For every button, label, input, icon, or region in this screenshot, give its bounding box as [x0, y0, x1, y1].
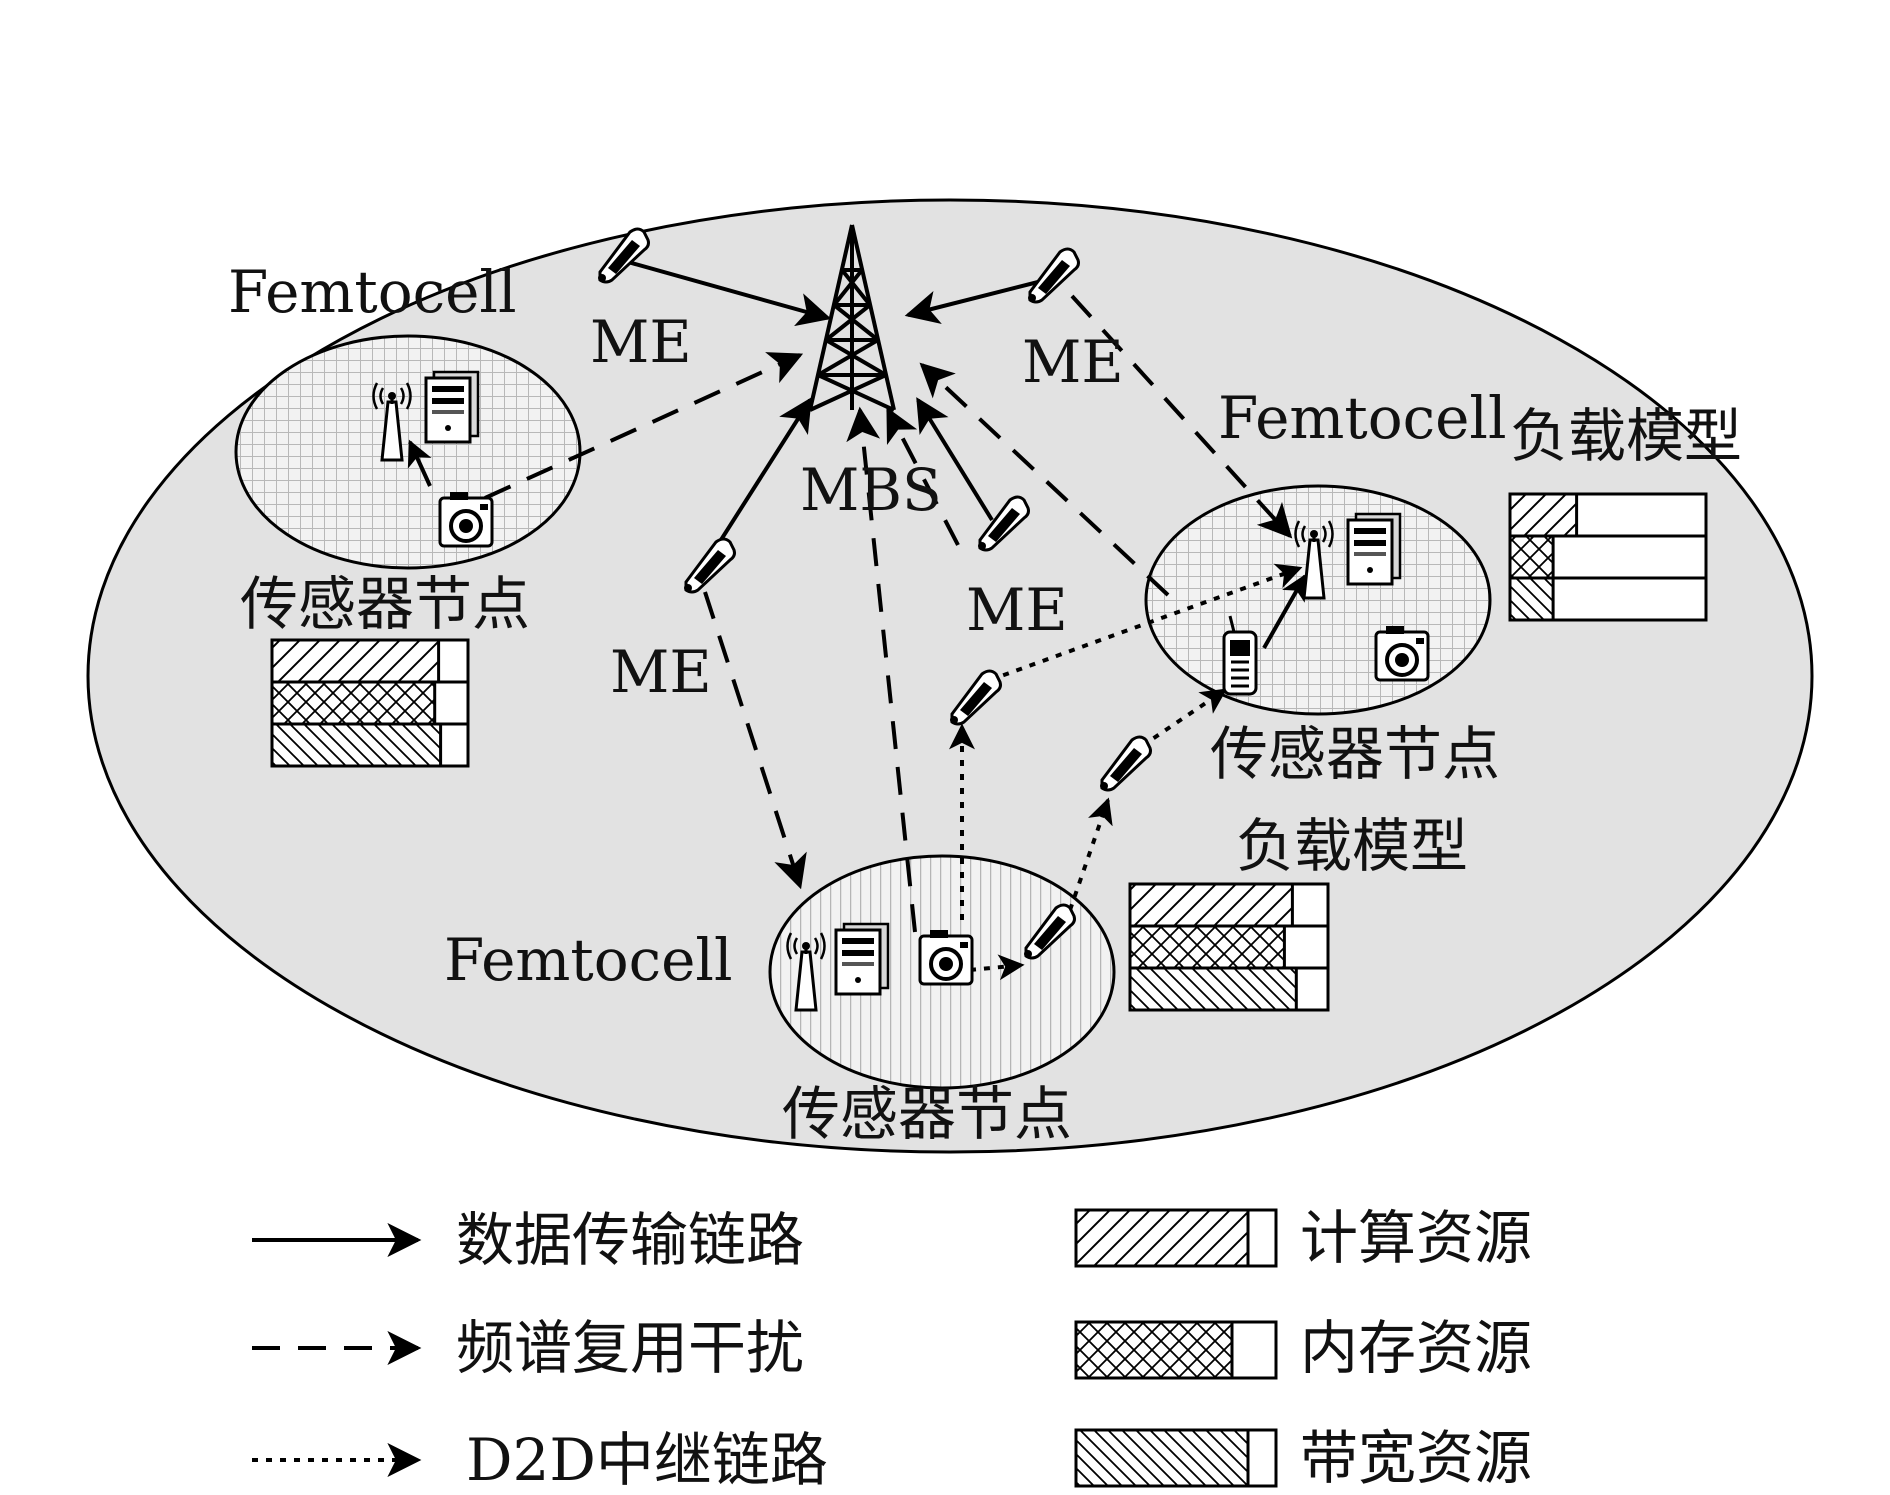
load-bar-bottom-memory-fill [1128, 924, 1286, 970]
femtocell-label-bottom: Femtocell [444, 926, 733, 994]
legend-memory-fill [1074, 1320, 1234, 1380]
load-model-left [270, 638, 470, 768]
legend-memory-label: 内存资源 [1300, 1314, 1532, 1382]
load-bar-right-compute-fill [1508, 492, 1579, 538]
legend: 数据传输链路 频谱复用干扰 D2D中继链路 计算资源 内存资源 带宽资源 [252, 1204, 1532, 1494]
me-label-top-right: ME [1022, 328, 1124, 396]
legend-compute-label: 计算资源 [1300, 1204, 1532, 1272]
load-bar-left-compute-fill [270, 638, 441, 684]
femtocell-label-left: Femtocell [228, 258, 517, 326]
sensor-node-label-bottom: 传感器节点 [782, 1080, 1072, 1148]
legend-compute-fill [1074, 1208, 1250, 1268]
sensor-node-label-right: 传感器节点 [1210, 720, 1500, 788]
sensor-camera-bottom [918, 928, 974, 986]
legend-d2d-label: D2D中继链路 [466, 1426, 828, 1494]
d2d-relay-links [949, 563, 1303, 981]
load-bar-left-memory-fill [270, 680, 437, 726]
sensor-node-label-left: 传感器节点 [240, 570, 530, 638]
load-bar-right-memory-fill [1508, 534, 1555, 580]
femtocell-label-right: Femtocell [1218, 384, 1507, 452]
legend-data-link-label: 数据传输链路 [456, 1206, 804, 1274]
femtocell-left [234, 334, 582, 570]
server-icon-bottom [834, 922, 890, 996]
load-bar-left-bandwidth-fill [270, 722, 443, 768]
legend-bandwidth-label: 带宽资源 [1300, 1424, 1532, 1492]
interference-links [484, 294, 1293, 933]
legend-interference-label: 频谱复用干扰 [456, 1314, 804, 1382]
load-model-label-bottom: 负载模型 [1236, 812, 1468, 880]
server-icon-right [1346, 512, 1402, 586]
sensor-camera-left [438, 490, 494, 548]
me-label-middle-right: ME [966, 576, 1068, 644]
load-model-bottom [1128, 882, 1330, 1012]
me-label-top-left: ME [590, 308, 692, 376]
mbs-tower [808, 224, 896, 412]
load-bar-right-bandwidth-fill [1508, 576, 1555, 622]
load-bar-bottom-compute-fill [1128, 882, 1294, 928]
server-icon-left [424, 370, 480, 444]
femtocell-right [1144, 484, 1492, 716]
mobile-phone-icon-right [1222, 615, 1258, 696]
mbs-label: MBS [800, 456, 942, 524]
load-bar-bottom-bandwidth-fill [1128, 966, 1298, 1012]
load-model-right [1508, 492, 1708, 622]
legend-bandwidth-fill [1074, 1428, 1250, 1488]
me-label-middle-left: ME [610, 638, 712, 706]
sensor-camera-right [1374, 624, 1430, 682]
load-model-label-right: 负载模型 [1510, 402, 1742, 470]
